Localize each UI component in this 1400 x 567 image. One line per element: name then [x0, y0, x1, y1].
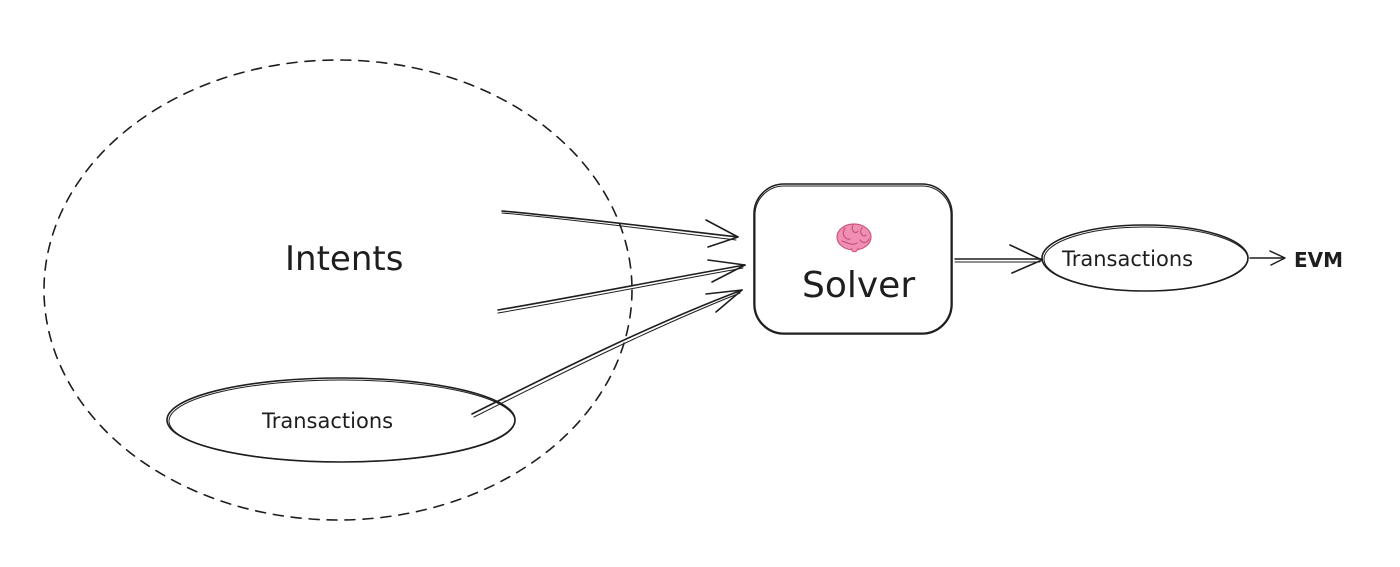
inner-transactions-label: Transactions	[261, 409, 393, 433]
evm-label: EVM	[1294, 248, 1343, 272]
solver-node	[753, 183, 953, 335]
transactions-to-evm-arrow	[1249, 250, 1286, 266]
intents-label: Intents	[285, 239, 403, 279]
solver-label: Solver	[802, 265, 915, 306]
intent-arrow-top	[501, 210, 739, 248]
solver-to-transactions-arrow	[954, 244, 1043, 274]
brain-icon	[836, 223, 872, 253]
inner-transactions-node	[166, 377, 516, 463]
intent-arrow-middle	[497, 259, 746, 314]
intents-boundary-circle	[43, 59, 633, 521]
transactions-to-solver-arrow	[471, 289, 743, 418]
output-transactions-label: Transactions	[1061, 247, 1193, 271]
output-transactions-node	[1041, 224, 1249, 292]
